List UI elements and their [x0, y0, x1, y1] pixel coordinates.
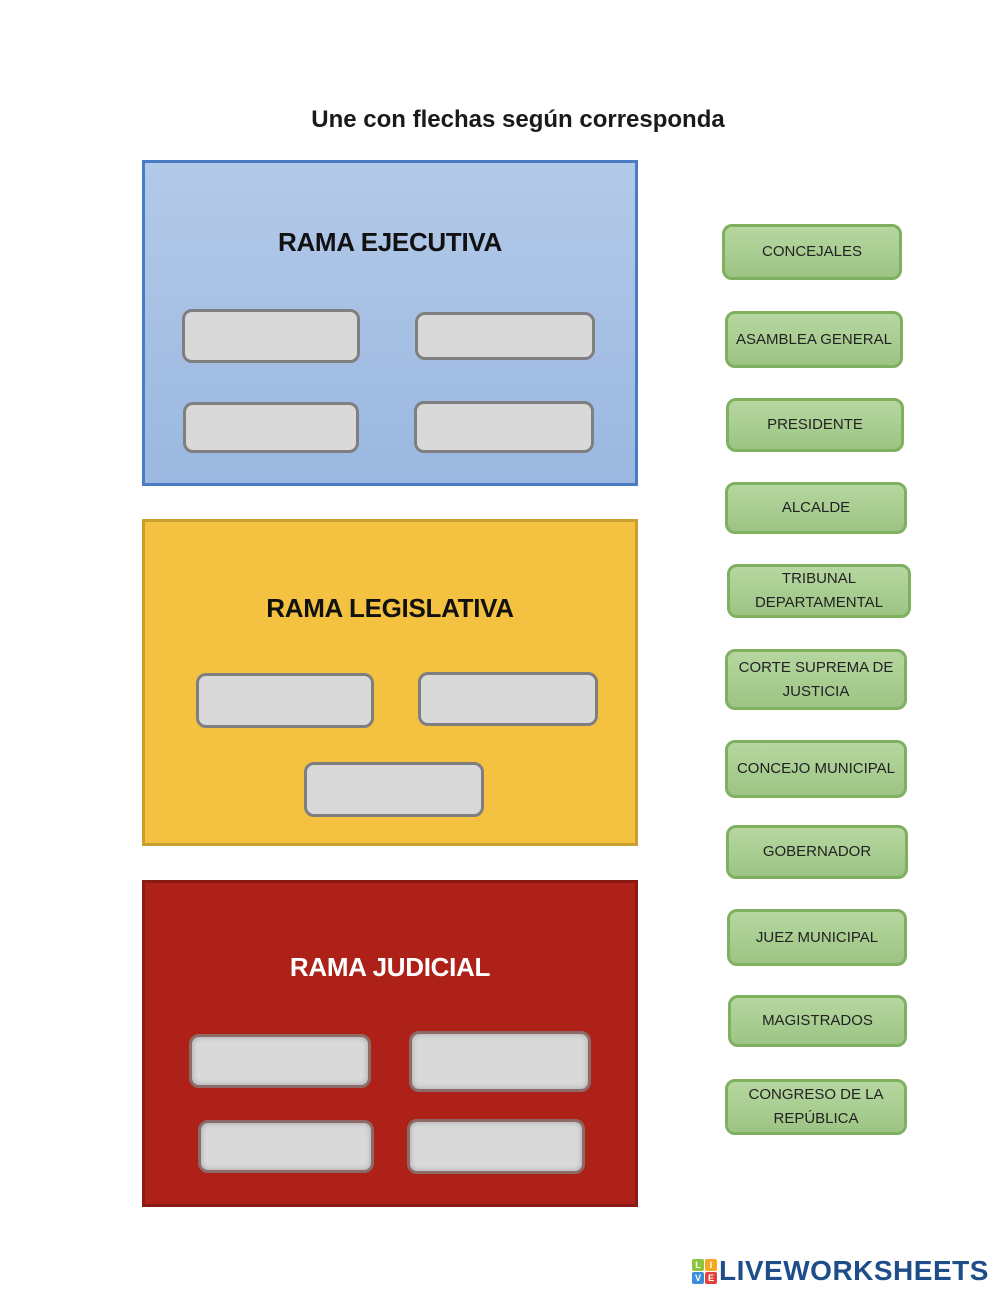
- drop-slot-judicial-2[interactable]: [409, 1031, 591, 1092]
- logo-letter: I: [705, 1258, 717, 1271]
- drop-slot-ejecutiva-2[interactable]: [415, 312, 595, 360]
- branch-title-ejecutiva: RAMA EJECUTIVA: [277, 227, 503, 257]
- branch-title-judicial: RAMA JUDICIAL: [289, 952, 491, 982]
- drop-slot-judicial-1[interactable]: [189, 1034, 371, 1088]
- drop-slot-legislativa-3[interactable]: [304, 762, 484, 817]
- drop-slot-ejecutiva-1[interactable]: [182, 309, 360, 363]
- option-card-magistrados[interactable]: MAGISTRADOS: [728, 995, 907, 1047]
- drop-slot-legislativa-2[interactable]: [418, 672, 598, 726]
- drop-slot-ejecutiva-4[interactable]: [414, 401, 594, 453]
- drop-slot-judicial-3[interactable]: [198, 1120, 374, 1173]
- option-card-asamblea-general[interactable]: ASAMBLEA GENERAL: [725, 311, 903, 368]
- option-card-concejales[interactable]: CONCEJALES: [722, 224, 902, 280]
- option-card-concejo-municipal[interactable]: CONCEJO MUNICIPAL: [725, 740, 907, 798]
- liveworksheets-logo[interactable]: L I V E LIVEWORKSHEETS: [692, 1255, 989, 1287]
- logo-text: LIVEWORKSHEETS: [719, 1255, 989, 1286]
- option-card-tribunal-departamental[interactable]: TRIBUNAL DEPARTAMENTAL: [727, 564, 911, 618]
- worksheet-title: Une con flechas según corresponda: [311, 106, 725, 133]
- logo-letter: L: [692, 1258, 704, 1271]
- drop-slot-legislativa-1[interactable]: [196, 673, 374, 728]
- option-card-presidente[interactable]: PRESIDENTE: [726, 398, 904, 452]
- option-card-juez-municipal[interactable]: JUEZ MUNICIPAL: [727, 909, 907, 966]
- logo-icon: L I V E: [692, 1258, 717, 1284]
- option-card-gobernador[interactable]: GOBERNADOR: [726, 825, 908, 879]
- branch-legislativa: RAMA LEGISLATIVA: [142, 519, 638, 846]
- branch-ejecutiva: RAMA EJECUTIVA: [142, 160, 638, 486]
- logo-letter: E: [705, 1271, 717, 1284]
- option-card-congreso[interactable]: CONGRESO DE LA REPÚBLICA: [725, 1079, 907, 1135]
- branch-judicial: RAMA JUDICIAL: [142, 880, 638, 1207]
- option-card-alcalde[interactable]: ALCALDE: [725, 482, 907, 534]
- option-card-corte-suprema[interactable]: CORTE SUPREMA DE JUSTICIA: [725, 649, 907, 710]
- logo-letter: V: [692, 1271, 704, 1284]
- drop-slot-judicial-4[interactable]: [407, 1119, 585, 1174]
- branch-title-legislativa: RAMA LEGISLATIVA: [266, 593, 514, 623]
- drop-slot-ejecutiva-3[interactable]: [183, 402, 359, 453]
